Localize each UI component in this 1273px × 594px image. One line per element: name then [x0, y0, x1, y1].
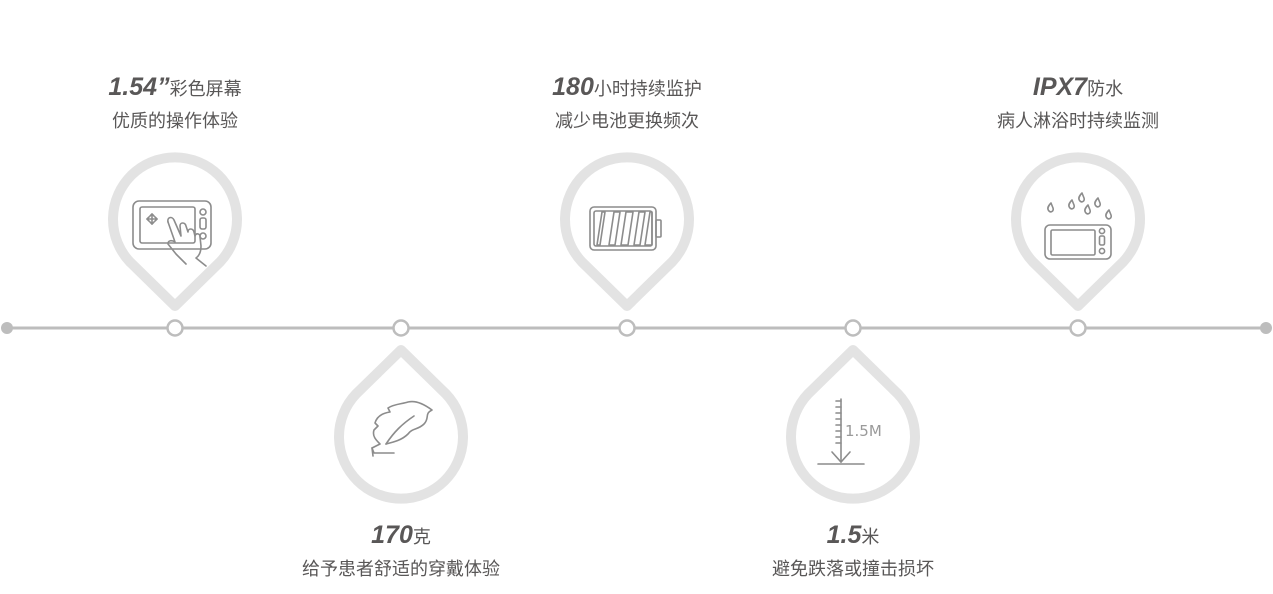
pin-drop: 1.5M — [786, 345, 920, 504]
pin-shape — [786, 345, 920, 504]
timeline-node — [844, 319, 862, 337]
feature-title: 1.54”彩色屏幕 — [25, 75, 325, 103]
feature-title: 180小时持续监护 — [477, 75, 777, 103]
feature-title: IPX7防水 — [928, 75, 1228, 103]
drop-height-label: 1.5M — [845, 422, 882, 440]
feature-description: 给予患者舒适的穿戴体验 — [302, 559, 500, 580]
pin-shape — [334, 345, 468, 504]
timeline-start-dot — [1, 322, 13, 334]
feature-description: 病人淋浴时持续监测 — [997, 111, 1159, 132]
feature-title-unit: 小时持续监护 — [593, 79, 702, 100]
timeline-node — [166, 319, 184, 337]
pin-display — [108, 152, 242, 311]
pin-shape — [108, 152, 242, 311]
timeline-end-dot — [1260, 322, 1272, 334]
feature-title-unit: 米 — [861, 527, 880, 548]
waterproof-device-icon — [1044, 192, 1112, 260]
feature-title-number: 1.54” — [108, 73, 170, 101]
feature-title-unit: 彩色屏幕 — [169, 79, 242, 100]
feature-display: 1.54”彩色屏幕 优质的操作体验 — [25, 75, 325, 131]
feature-title: 1.5米 — [703, 523, 1003, 551]
battery-icon — [589, 206, 662, 251]
feature-drop: 1.5米 避免跌落或撞击损坏 — [703, 523, 1003, 579]
touch-screen-icon — [132, 200, 212, 267]
feature-title-number: 180 — [552, 73, 594, 101]
feature-description: 避免跌落或撞击损坏 — [772, 559, 934, 580]
feature-title-number: 1.5 — [826, 521, 862, 549]
feature-weight: 170克 给予患者舒适的穿戴体验 — [251, 523, 551, 579]
drop-height-icon — [817, 398, 865, 465]
feature-title: 170克 — [251, 523, 551, 551]
pin-weight — [334, 345, 468, 504]
feature-title-number: IPX7 — [1032, 73, 1088, 101]
feature-battery: 180小时持续监护 减少电池更换频次 — [477, 75, 777, 131]
feature-description: 优质的操作体验 — [112, 111, 238, 132]
timeline-node — [392, 319, 410, 337]
timeline-node — [618, 319, 636, 337]
pin-shape — [1011, 152, 1145, 311]
pin-shape — [560, 152, 694, 311]
feather-icon — [371, 400, 433, 457]
feature-title-number: 170 — [371, 521, 413, 549]
feature-waterproof: IPX7防水 病人淋浴时持续监测 — [928, 75, 1228, 131]
feature-title-unit: 克 — [412, 527, 431, 548]
feature-description: 减少电池更换频次 — [555, 111, 699, 132]
timeline-node — [1069, 319, 1087, 337]
pin-waterproof — [1011, 152, 1145, 311]
pin-battery — [560, 152, 694, 311]
feature-title-unit: 防水 — [1087, 79, 1124, 100]
